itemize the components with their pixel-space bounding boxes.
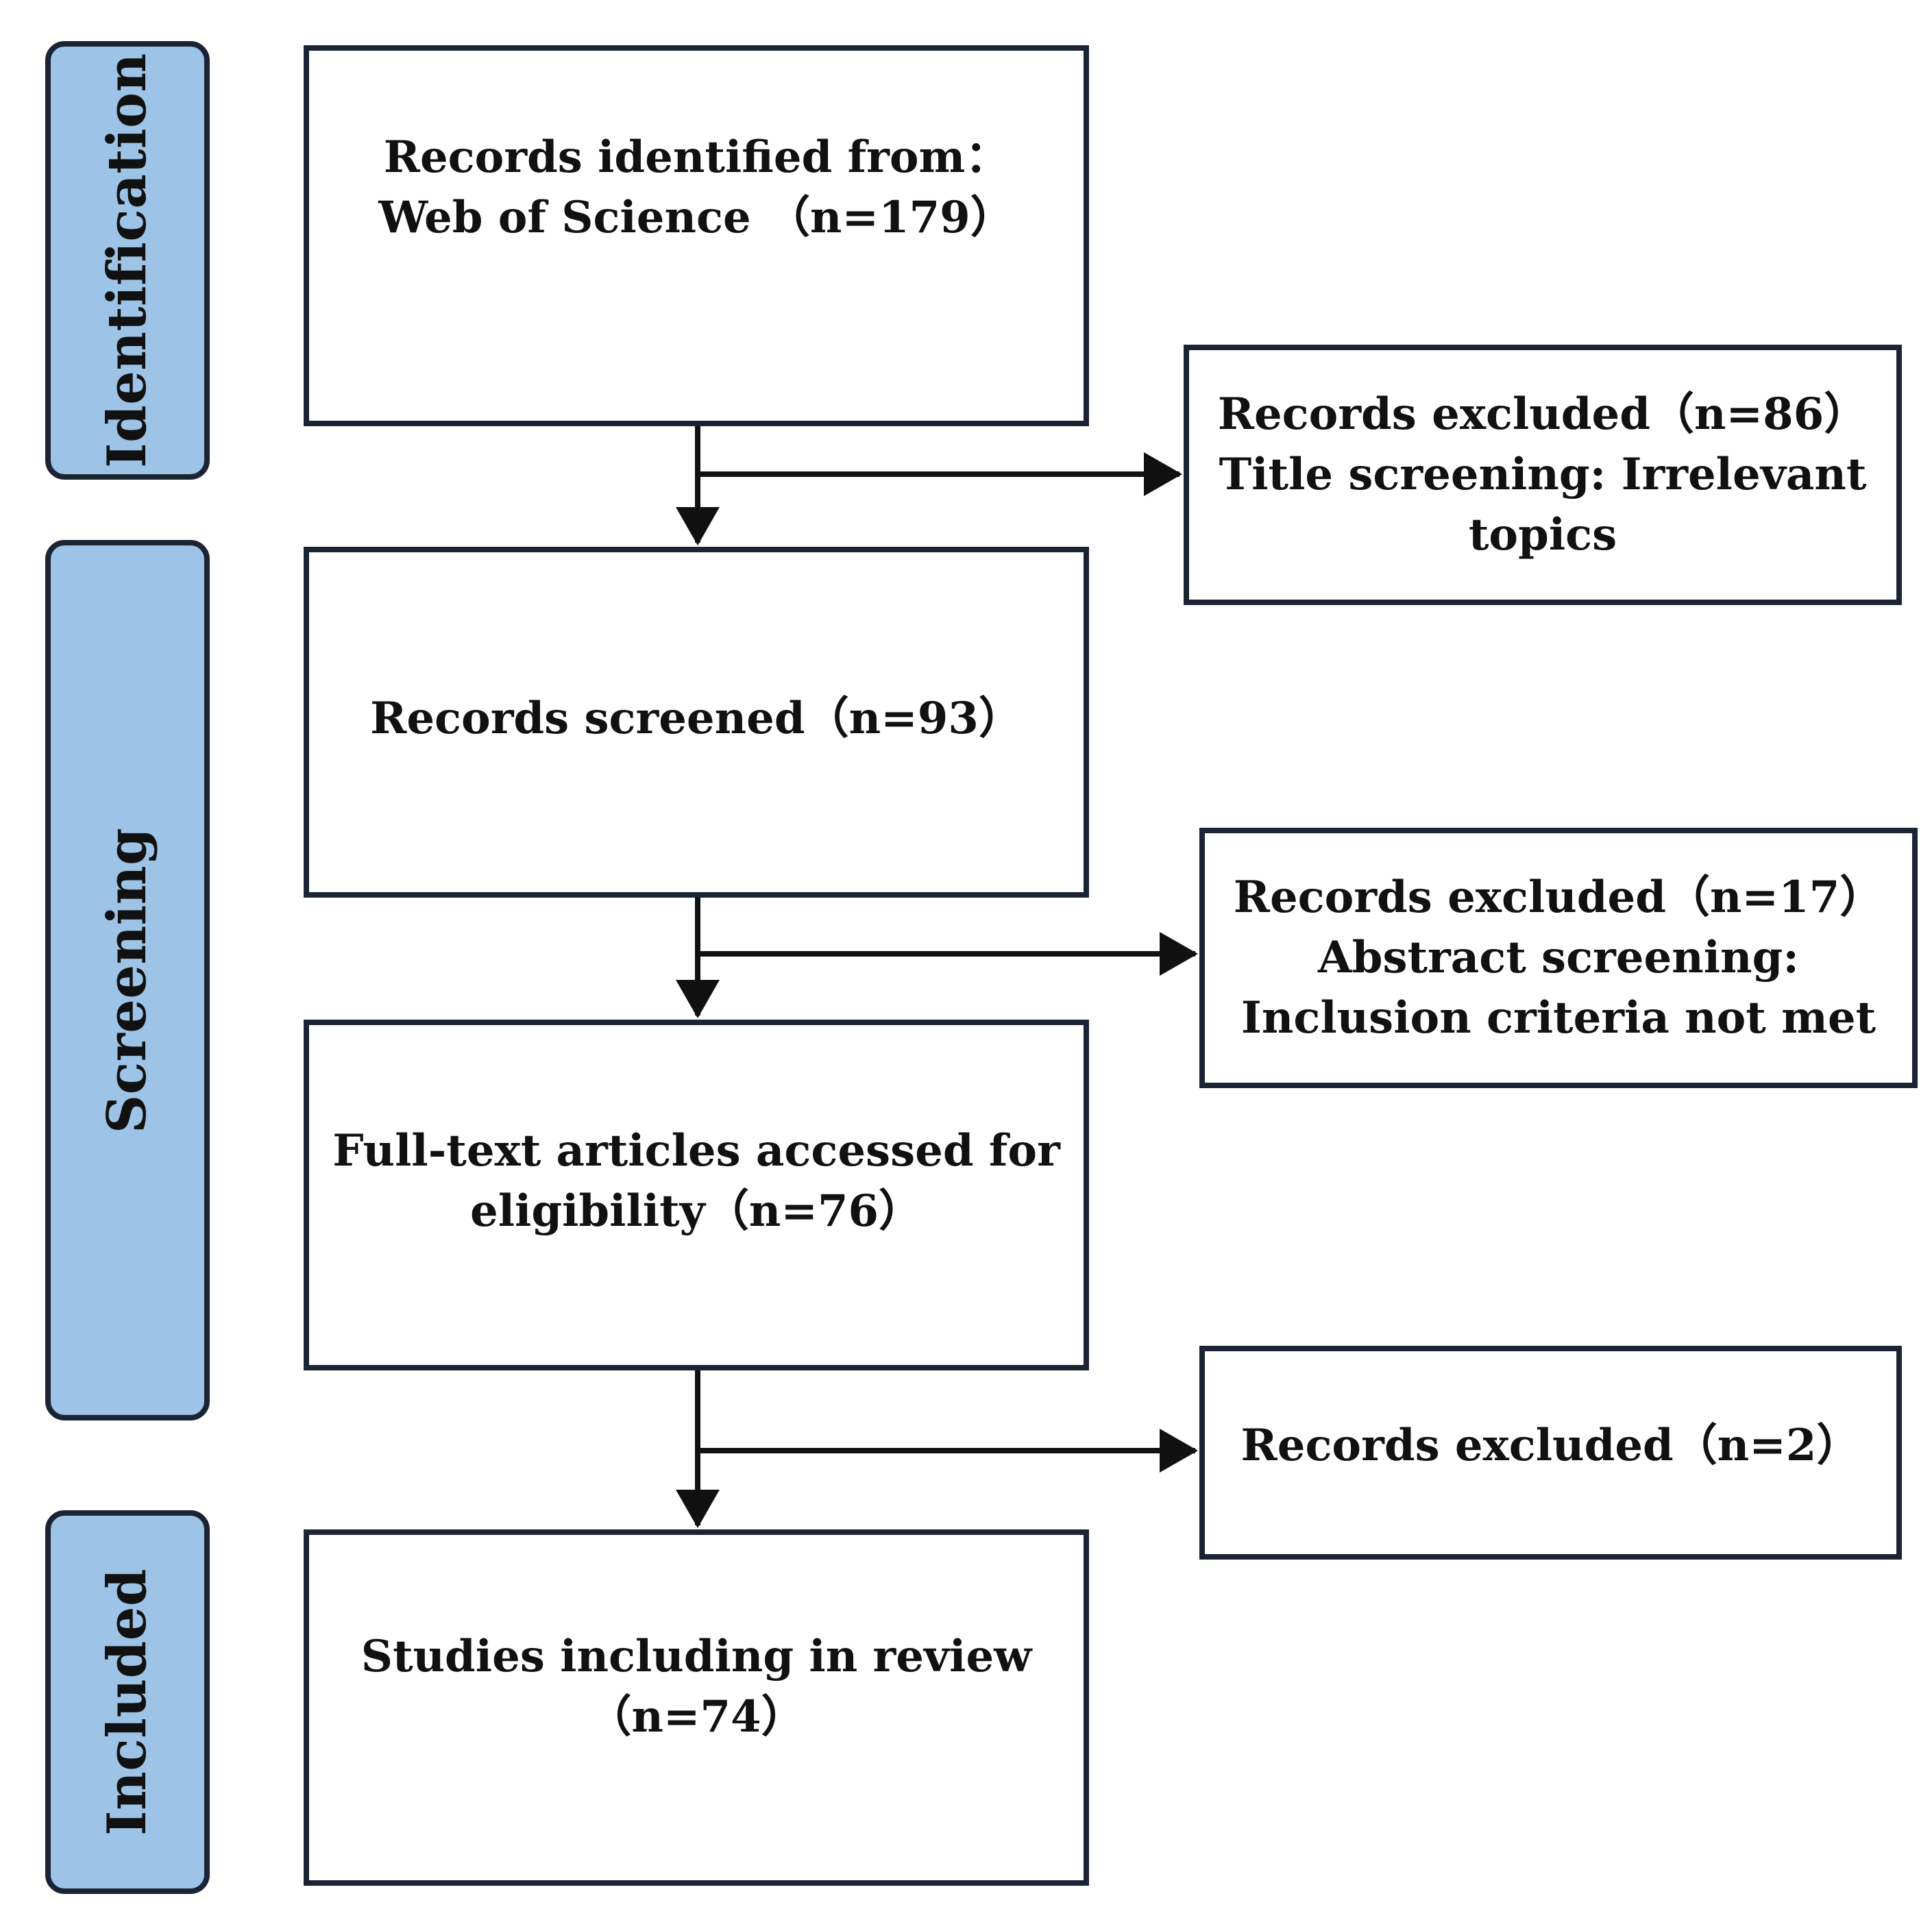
records-identified-source-label: Records identified from： (383, 131, 1010, 183)
phase-identification: Identification (45, 41, 210, 480)
records-screened-label: Records screened（n=93） (370, 692, 1023, 744)
excluded-title-count: Records excluded（n=86） (1217, 388, 1868, 440)
phase-screening: Screening (45, 540, 210, 1420)
excluded-full-text-box: Records excluded（n=2） (1199, 1346, 1902, 1560)
records-screened-box: Records screened（n=93） (304, 547, 1089, 898)
excluded-abstract-screening-box: Records excluded（n=17） Abstract screenin… (1199, 828, 1918, 1088)
excluded-abstract-reason-cont: Inclusion criteria not met (1240, 992, 1876, 1044)
phase-identification-label: Identification (96, 53, 158, 468)
full-text-articles-box: Full-text articles accessed for eligibil… (304, 1020, 1089, 1370)
records-identified-count: Web of Science （n=179） (378, 192, 1014, 243)
studies-included-box: Studies including in review （n=74） (304, 1529, 1089, 1886)
excluded-title-reason: Title screening: Irrelevant (1219, 448, 1867, 500)
phase-included: Included (45, 1510, 210, 1894)
excluded-abstract-count: Records excluded（n=17） (1233, 871, 1884, 923)
excluded-title-screening-box: Records excluded（n=86） Title screening: … (1184, 345, 1902, 605)
excluded-title-reason-cont: topics (1468, 509, 1617, 561)
phase-screening-label: Screening (96, 827, 158, 1133)
phase-included-label: Included (96, 1568, 158, 1836)
full-text-articles-count: eligibility（n=76） (469, 1185, 923, 1237)
excluded-full-text-count: Records excluded（n=2） (1240, 1419, 1861, 1471)
studies-included-label: Studies including in review (360, 1630, 1032, 1682)
excluded-abstract-reason: Abstract screening: (1318, 931, 1799, 983)
studies-included-count: （n=74） (587, 1691, 805, 1743)
records-identified-box: Records identified from： Web of Science … (304, 45, 1089, 426)
full-text-articles-label: Full-text articles accessed for (332, 1124, 1060, 1177)
